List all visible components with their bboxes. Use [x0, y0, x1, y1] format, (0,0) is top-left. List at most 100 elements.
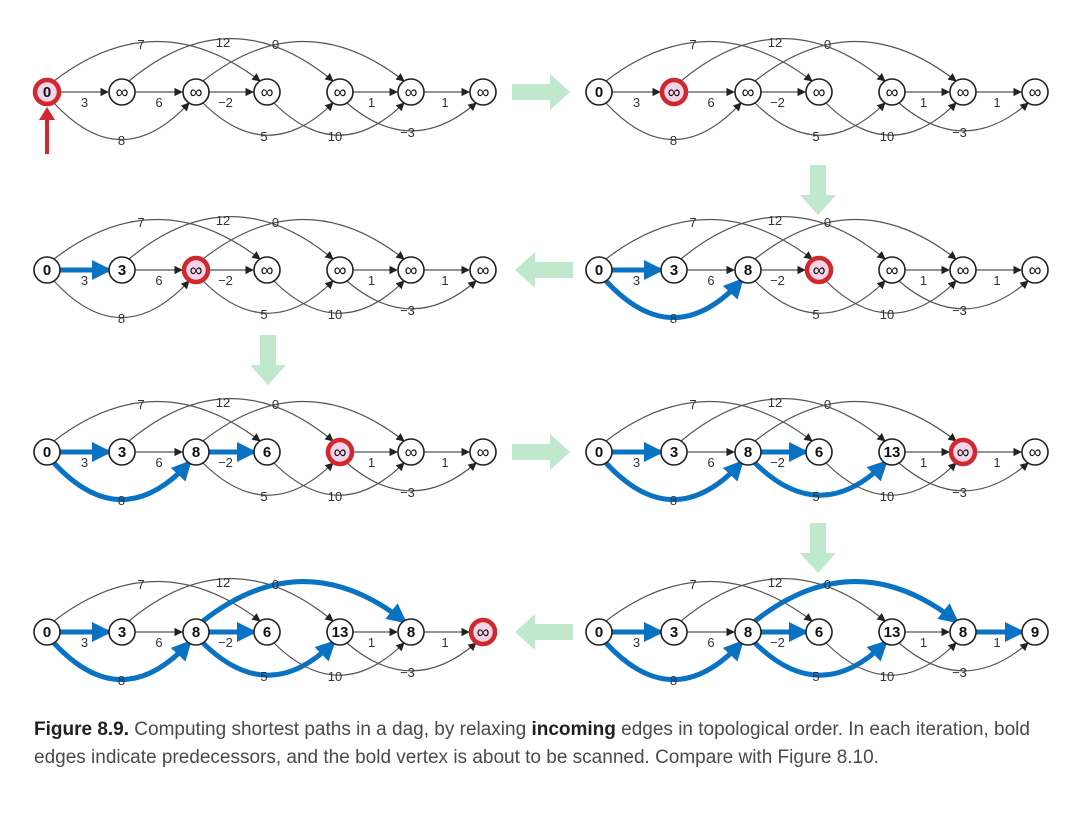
edge-weight-label: 8: [670, 133, 677, 148]
vertex-distance-label: 3: [118, 262, 126, 279]
vertex-distance-label: 3: [118, 444, 126, 461]
bold-edge: [604, 460, 744, 503]
edge: [53, 400, 261, 442]
edge-weight-label: 1: [920, 273, 927, 288]
vertex-distance-label: 6: [263, 624, 271, 641]
edge: [128, 578, 334, 622]
edge-weight-label: 12: [768, 575, 782, 590]
vertex: [1021, 438, 1049, 466]
flow-arrow: [515, 614, 573, 650]
edge-weight-label: 12: [216, 35, 230, 50]
vertex: [660, 256, 688, 284]
edge-weight-label: 1: [368, 273, 375, 288]
edge-weight-label: 5: [812, 489, 819, 504]
edge: [202, 462, 334, 496]
edge-weight-label: 8: [670, 673, 677, 688]
edge-weight-label: 0: [272, 577, 279, 592]
edge-weight-label: 5: [812, 307, 819, 322]
vertex-distance-label: ∞: [334, 82, 347, 102]
edge: [53, 40, 261, 82]
vertex-distance-label: ∞: [813, 260, 826, 280]
edge: [754, 218, 957, 260]
edge-weight-label: 1: [920, 635, 927, 650]
vertex-distance-label: ∞: [116, 82, 129, 102]
edge-weight-label: 12: [216, 213, 230, 228]
edge: [605, 400, 813, 442]
bold-edge: [604, 640, 744, 683]
vertex: [660, 618, 688, 646]
edge: [754, 400, 957, 442]
edge-weight-label: 5: [260, 489, 267, 504]
edge-weight-label: 3: [633, 273, 640, 288]
edge-weight-label: 0: [272, 215, 279, 230]
edge-weight-label: −2: [770, 635, 785, 650]
vertex-distance-label: 8: [192, 624, 200, 641]
vertex-distance-label: 0: [43, 262, 51, 279]
edge-weight-label: 1: [993, 455, 1000, 470]
edge-weight-label: −3: [952, 303, 967, 318]
edge: [346, 462, 477, 492]
vertex-distance-label: ∞: [405, 260, 418, 280]
vertex-distance-label: 0: [595, 262, 603, 279]
edge-weight-label: 5: [260, 307, 267, 322]
vertex-distance-label: ∞: [477, 622, 490, 642]
edge: [754, 102, 886, 136]
edge-weight-label: 7: [689, 397, 696, 412]
edge: [898, 280, 1029, 310]
vertex: [878, 618, 906, 646]
edge-weight-label: 8: [118, 673, 125, 688]
vertex-distance-label: ∞: [957, 82, 970, 102]
edge: [605, 218, 813, 260]
edge-weight-label: 6: [155, 455, 162, 470]
vertex: [1021, 256, 1049, 284]
vertex: [1021, 78, 1049, 106]
edge: [53, 580, 261, 622]
vertex: [108, 78, 136, 106]
edge-weight-label: 6: [707, 635, 714, 650]
vertex-distance-label: 6: [815, 624, 823, 641]
vertex: [1021, 618, 1049, 646]
active-vertex: [659, 77, 689, 107]
edge: [346, 102, 477, 132]
vertex: [182, 618, 210, 646]
edge: [273, 280, 405, 314]
vertex: [397, 438, 425, 466]
edge-weight-label: 12: [768, 35, 782, 50]
bold-edge: [753, 640, 888, 678]
edge: [128, 398, 334, 442]
edge-weight-label: 7: [689, 577, 696, 592]
edge-weight-label: 8: [118, 493, 125, 508]
vertex: [585, 438, 613, 466]
edge-weight-label: −2: [770, 95, 785, 110]
vertex: [805, 78, 833, 106]
edge-weight-label: 3: [633, 455, 640, 470]
edge: [53, 218, 261, 260]
vertex: [469, 78, 497, 106]
vertex: [734, 256, 762, 284]
edge-weight-label: 6: [155, 273, 162, 288]
vertex: [734, 78, 762, 106]
vertex: [253, 438, 281, 466]
edge-weight-label: 8: [118, 311, 125, 326]
active-vertex: [468, 617, 498, 647]
edge-weight-label: 1: [368, 455, 375, 470]
edge-weight-label: 10: [880, 307, 894, 322]
vertex-distance-label: 3: [670, 624, 678, 641]
edge-weight-label: 1: [993, 273, 1000, 288]
edge-weight-label: −2: [218, 95, 233, 110]
edge-weight-label: −3: [400, 485, 415, 500]
edge: [605, 40, 813, 82]
edge-weight-label: 0: [272, 397, 279, 412]
vertex: [108, 256, 136, 284]
vertex: [326, 618, 354, 646]
